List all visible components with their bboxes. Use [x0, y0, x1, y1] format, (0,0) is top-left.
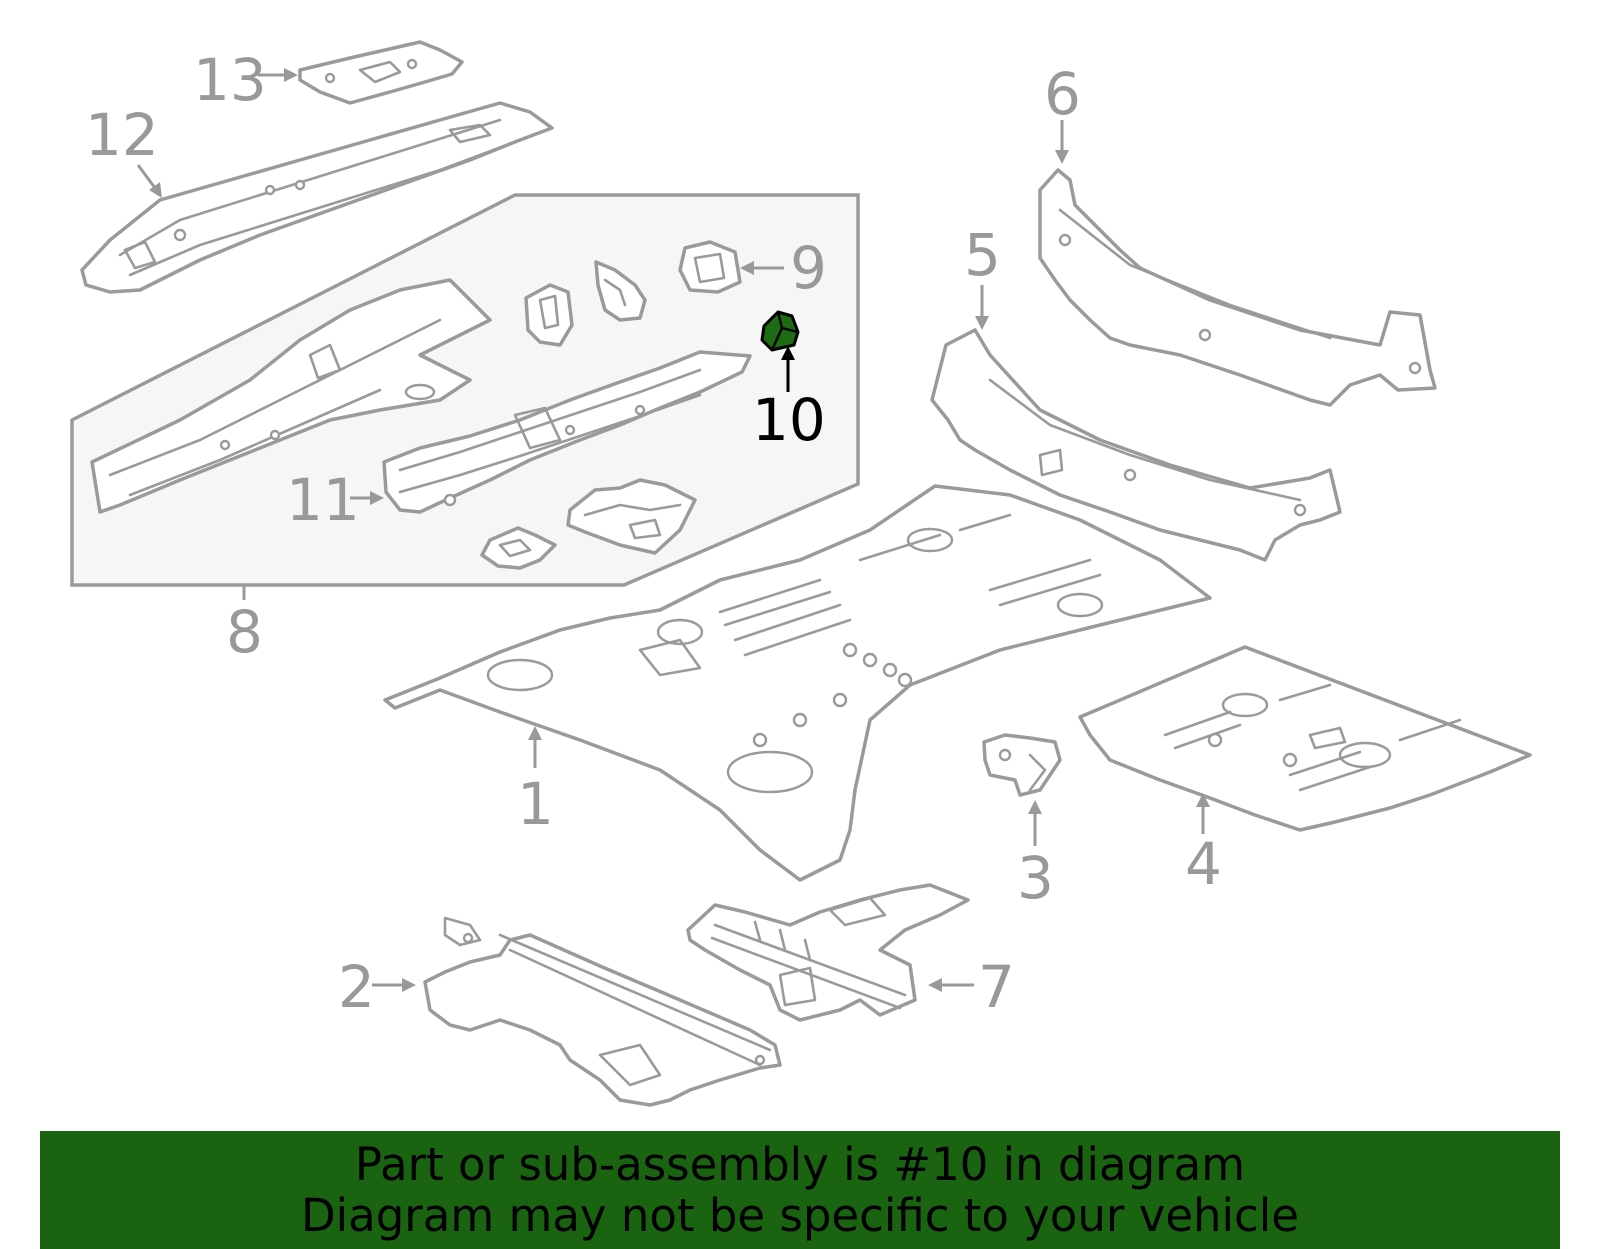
- part-8-rail: [90, 278, 492, 514]
- leader-13: [258, 68, 298, 82]
- leader-5: [975, 285, 989, 330]
- leader-7: [928, 978, 974, 992]
- callout-1: 1: [517, 770, 554, 838]
- part-9: [678, 240, 742, 294]
- part-13: [298, 40, 464, 105]
- callout-3: 3: [1017, 844, 1054, 912]
- callout-4: 4: [1185, 830, 1222, 898]
- callout-11: 11: [286, 466, 360, 534]
- part-8-bracket-b: [594, 260, 647, 322]
- part-8-bracket-c: [480, 526, 557, 570]
- part-5: [930, 328, 1342, 562]
- part-10-highlighted: [760, 310, 800, 352]
- callout-7: 7: [978, 953, 1015, 1021]
- callout-2: 2: [338, 953, 375, 1021]
- leader-3: [1028, 800, 1042, 846]
- callout-8: 8: [226, 598, 263, 666]
- part-7: [686, 883, 970, 1022]
- callout-6: 6: [1044, 60, 1081, 128]
- banner-line-part-number: Part or sub-assembly is #10 in diagram: [354, 1138, 1246, 1191]
- leader-11: [350, 491, 384, 505]
- leader-10: [781, 346, 795, 392]
- part-2: [423, 916, 782, 1107]
- part-1: [383, 484, 1212, 882]
- leader-9: [740, 261, 784, 275]
- part-8-bracket-d: [566, 478, 697, 555]
- part-4: [1078, 645, 1532, 832]
- leader-6: [1055, 120, 1069, 164]
- callout-12: 12: [85, 101, 159, 169]
- leader-2: [372, 978, 416, 992]
- info-banner: Part or sub-assembly is #10 in diagram D…: [40, 1131, 1560, 1249]
- part-8-bracket-a: [524, 283, 574, 347]
- leader-4: [1196, 793, 1210, 834]
- callout-9: 9: [790, 234, 827, 302]
- banner-line-disclaimer: Diagram may not be specific to your vehi…: [301, 1189, 1299, 1242]
- part-6: [1038, 168, 1437, 407]
- part-11: [382, 350, 752, 514]
- part-3: [982, 733, 1062, 797]
- callout-13: 13: [193, 46, 267, 114]
- leader-1: [528, 726, 542, 768]
- callout-10: 10: [752, 386, 826, 454]
- part-12: [80, 101, 554, 294]
- leader-12: [136, 164, 162, 198]
- callout-5: 5: [964, 221, 1001, 289]
